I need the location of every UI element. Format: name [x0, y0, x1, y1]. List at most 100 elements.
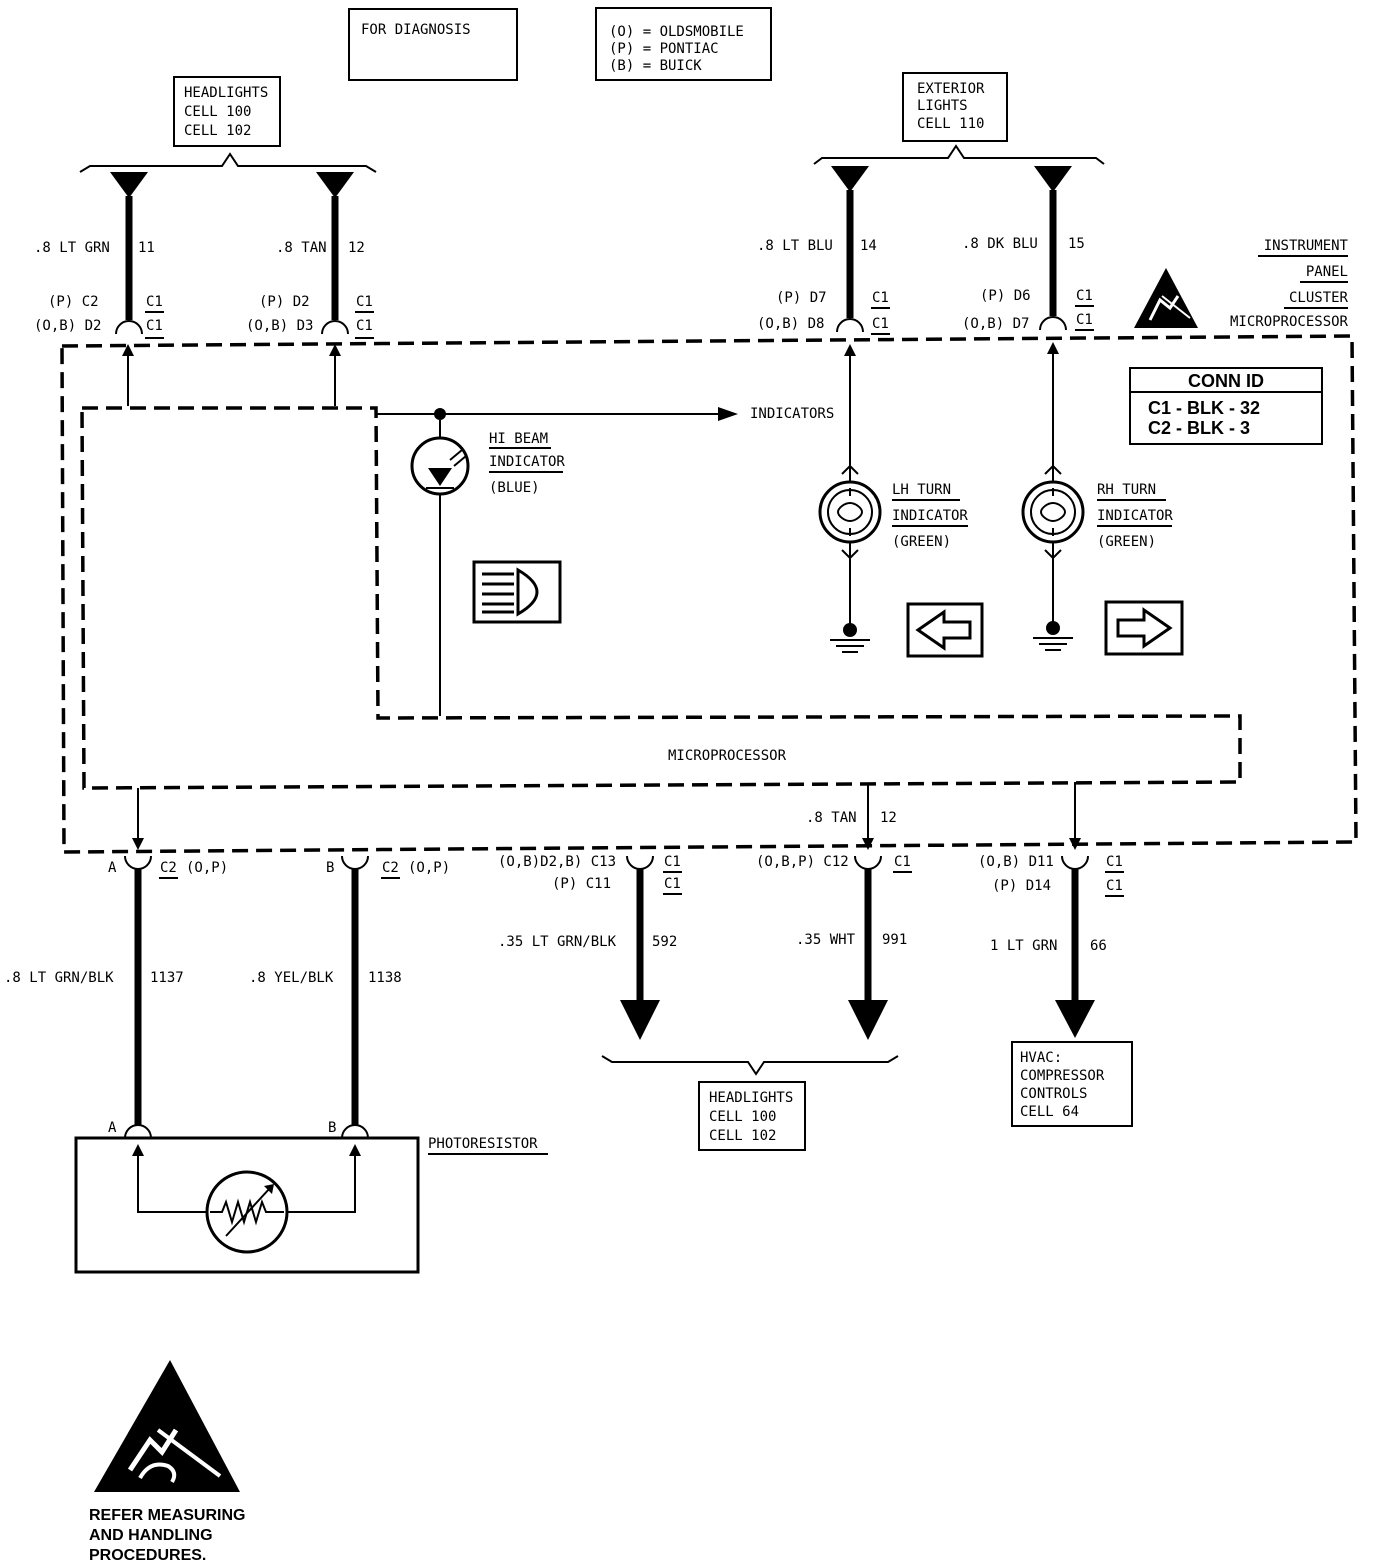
esd-warning-icon-small — [1134, 268, 1198, 328]
svg-text:HEADLIGHTS: HEADLIGHTS — [709, 1090, 793, 1106]
svg-text:CELL 100: CELL 100 — [709, 1109, 776, 1125]
svg-text:LIGHTS: LIGHTS — [917, 98, 968, 114]
processor-bottom-feeds — [132, 782, 1081, 850]
svg-text:CELL 102: CELL 102 — [184, 123, 251, 139]
wire-12-top: .8 TAN 12 (P) D2 (O,B) D3 C1 C1 — [246, 172, 374, 339]
rh-turn-indicator: RH TURN INDICATOR (GREEN) — [1021, 342, 1173, 651]
right-arrow-icon — [1104, 600, 1184, 656]
svg-text:AND HANDLING: AND HANDLING — [89, 1527, 213, 1544]
svg-text:(P) C2: (P) C2 — [48, 294, 99, 310]
svg-text:C1: C1 — [664, 876, 681, 892]
svg-text:MICROPROCESSOR: MICROPROCESSOR — [1230, 314, 1349, 330]
svg-text:INDICATOR: INDICATOR — [892, 508, 968, 524]
svg-text:12: 12 — [348, 240, 365, 256]
microprocessor-label: MICROPROCESSOR — [668, 748, 787, 764]
svg-text:(O,B,P) C12: (O,B,P) C12 — [756, 854, 849, 870]
svg-text:(P) D14: (P) D14 — [992, 878, 1051, 894]
svg-text:(P) D2: (P) D2 — [259, 294, 310, 310]
svg-text:12: 12 — [880, 810, 897, 826]
esd-warning-icon-large — [94, 1360, 240, 1492]
svg-text:(O,B) D11: (O,B) D11 — [978, 854, 1054, 870]
svg-text:.8 LT GRN: .8 LT GRN — [34, 240, 110, 256]
svg-text:EXTERIOR: EXTERIOR — [917, 81, 985, 97]
left-arrow-icon — [906, 602, 984, 658]
svg-text:(GREEN): (GREEN) — [892, 534, 951, 550]
svg-text:PHOTORESISTOR: PHOTORESISTOR — [428, 1136, 538, 1152]
svg-text:66: 66 — [1090, 938, 1107, 954]
svg-text:.8 TAN: .8 TAN — [276, 240, 327, 256]
svg-text:(O,P): (O,P) — [408, 860, 450, 876]
svg-text:(P) = PONTIAC: (P) = PONTIAC — [609, 41, 719, 57]
processor-feeds: INDICATORS — [122, 344, 834, 422]
svg-text:.8 LT GRN/BLK: .8 LT GRN/BLK — [4, 970, 114, 986]
svg-text:.8 LT BLU: .8 LT BLU — [757, 238, 833, 254]
svg-text:C1: C1 — [872, 290, 889, 306]
exterior-lights-reference: EXTERIOR LIGHTS CELL 110 — [813, 72, 1105, 165]
svg-text:(O,B) D7: (O,B) D7 — [962, 316, 1029, 332]
svg-text:CELL 64: CELL 64 — [1020, 1104, 1079, 1120]
svg-text:INSTRUMENT: INSTRUMENT — [1264, 238, 1349, 254]
svg-text:CONTROLS: CONTROLS — [1020, 1086, 1087, 1102]
svg-text:C1: C1 — [664, 854, 681, 870]
photoresistor: A B PHOTORESISTOR — [74, 1120, 548, 1274]
svg-text:.8 YEL/BLK: .8 YEL/BLK — [249, 970, 334, 986]
diagnosis-note: FOR DIAGNOSIS — [348, 8, 518, 81]
svg-text:COMPRESSOR: COMPRESSOR — [1020, 1068, 1105, 1084]
wire-991: (O,B,P) C12 C1 .35 WHT 991 — [756, 854, 912, 1040]
headlights-top-reference: HEADLIGHTS CELL 100 CELL 102 — [79, 76, 377, 173]
svg-text:HI BEAM: HI BEAM — [489, 431, 548, 447]
svg-text:C1: C1 — [872, 316, 889, 332]
svg-text:.35 WHT: .35 WHT — [796, 932, 856, 948]
headlights-bottom-reference: HEADLIGHTS CELL 100 CELL 102 — [601, 1055, 899, 1151]
svg-text:14: 14 — [860, 238, 877, 254]
module-title: INSTRUMENT PANEL CLUSTER MICROPROCESSOR — [1230, 238, 1349, 330]
svg-text:PANEL: PANEL — [1306, 264, 1348, 280]
wire-11: .8 LT GRN 11 (P) C2 (O,B) D2 C1 C1 — [34, 172, 164, 339]
svg-text:(P) D6: (P) D6 — [980, 288, 1031, 304]
svg-text:CLUSTER: CLUSTER — [1289, 290, 1349, 306]
svg-text:991: 991 — [882, 932, 907, 948]
svg-text:C1: C1 — [1076, 288, 1093, 304]
svg-text:INDICATORS: INDICATORS — [750, 406, 834, 422]
conn-id-table: CONN ID C1 - BLK - 32 C2 - BLK - 3 — [1129, 367, 1323, 445]
svg-text:C2: C2 — [382, 860, 399, 876]
svg-text:CELL 110: CELL 110 — [917, 116, 984, 132]
svg-text:C1: C1 — [894, 854, 911, 870]
svg-text:C1: C1 — [146, 294, 163, 310]
wire-1138: B C2 (O,P) .8 YEL/BLK 1138 — [249, 855, 450, 1139]
svg-text:CELL 100: CELL 100 — [184, 104, 251, 120]
svg-text:A: A — [108, 1120, 117, 1136]
svg-text:REFER MEASURING: REFER MEASURING — [89, 1507, 245, 1524]
svg-text:C2 - BLK - 3: C2 - BLK - 3 — [1148, 418, 1250, 438]
svg-text:11: 11 — [138, 240, 155, 256]
headlight-icon — [472, 560, 562, 624]
svg-text:C1: C1 — [356, 294, 373, 310]
svg-text:C1 - BLK - 32: C1 - BLK - 32 — [1148, 398, 1260, 418]
svg-text:.35 LT GRN/BLK: .35 LT GRN/BLK — [498, 934, 617, 950]
lh-turn-indicator: LH TURN INDICATOR (GREEN) — [818, 344, 968, 653]
svg-text:(GREEN): (GREEN) — [1097, 534, 1156, 550]
wire-14: .8 LT BLU 14 (P) D7 (O,B) D8 C1 C1 — [757, 166, 890, 335]
svg-text:PROCEDURES.: PROCEDURES. — [89, 1547, 206, 1564]
svg-text:15: 15 — [1068, 236, 1085, 252]
svg-text:LH TURN: LH TURN — [892, 482, 951, 498]
svg-text:INDICATOR: INDICATOR — [1097, 508, 1173, 524]
svg-text:1138: 1138 — [368, 970, 402, 986]
svg-text:(O,B)D2,B) C13: (O,B)D2,B) C13 — [498, 854, 616, 870]
svg-text:(O,B) D2: (O,B) D2 — [34, 318, 101, 334]
svg-text:A: A — [108, 860, 117, 876]
svg-text:(O,B) D3: (O,B) D3 — [246, 318, 313, 334]
wire-66: (O,B) D11 (P) D14 C1 C1 1 LT GRN 66 — [978, 854, 1124, 1038]
svg-text:(B) = BUICK: (B) = BUICK — [609, 58, 702, 74]
svg-text:(P) C11: (P) C11 — [552, 876, 611, 892]
svg-text:CELL 102: CELL 102 — [709, 1128, 776, 1144]
svg-text:FOR DIAGNOSIS: FOR DIAGNOSIS — [361, 22, 471, 38]
svg-text:C2: C2 — [160, 860, 177, 876]
wire-1137: A C2 (O,P) .8 LT GRN/BLK 1137 — [4, 855, 228, 1139]
microprocessor-boundary — [80, 406, 1242, 790]
svg-text:.8 TAN: .8 TAN — [806, 810, 857, 826]
svg-text:HEADLIGHTS: HEADLIGHTS — [184, 85, 268, 101]
svg-text:(P) D7: (P) D7 — [776, 290, 827, 306]
svg-text:(O) = OLDSMOBILE: (O) = OLDSMOBILE — [609, 24, 744, 40]
svg-text:C1: C1 — [356, 318, 373, 334]
